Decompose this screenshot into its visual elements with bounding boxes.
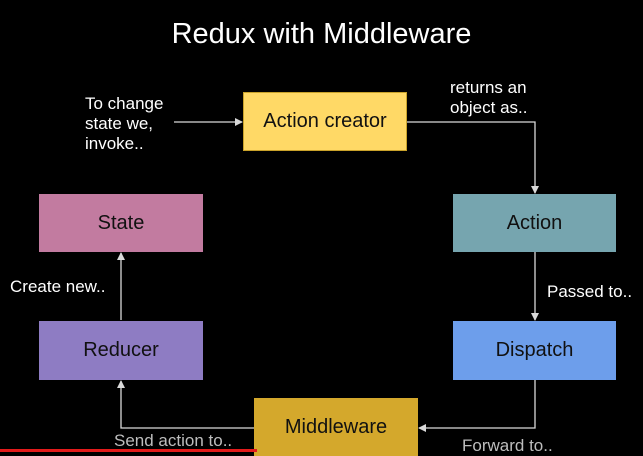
node-label: Action creator [263, 110, 387, 132]
arrow-dispatch-to-middleware [418, 380, 536, 432]
label-forward-to: Forward to.. [462, 436, 553, 455]
node-middleware: Middleware [254, 398, 418, 456]
node-label: Middleware [284, 415, 388, 438]
label-to-change: To change state we, invoke.. [85, 94, 164, 153]
node-reducer: Reducer [39, 321, 203, 380]
arrow-middleware-to-reducer [117, 380, 254, 429]
arrow-action-creator-to-action [407, 121, 539, 194]
node-action-creator: Action creator [243, 92, 407, 151]
node-label: Dispatch [495, 339, 574, 361]
label-passed-to: Passed to.. [547, 282, 633, 301]
label-send-action-to: Send action to.. [114, 431, 233, 450]
diagram-title: Redux with Middleware [171, 18, 472, 50]
node-label: State [97, 211, 145, 234]
label-returns: returns an object as.. [450, 78, 528, 117]
label-create-new: Create new.. [10, 277, 106, 296]
node-dispatch: Dispatch [453, 321, 616, 380]
node-state: State [39, 194, 203, 252]
node-action: Action [453, 194, 616, 252]
video-progress-bar[interactable] [0, 449, 258, 452]
node-label: Reducer [83, 339, 159, 361]
node-label: Action [506, 211, 563, 234]
